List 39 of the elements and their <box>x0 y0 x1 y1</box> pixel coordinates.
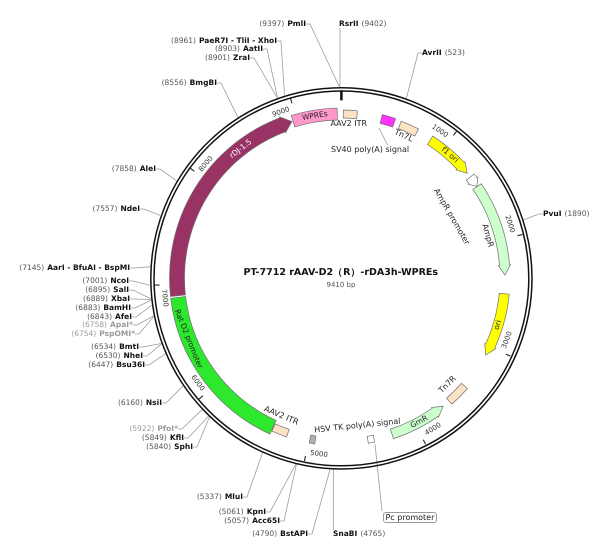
leader-line <box>374 444 382 512</box>
leader-line <box>276 40 285 96</box>
leader-line <box>522 214 544 220</box>
leader-line <box>140 208 161 216</box>
feature-label: Tn7L <box>393 128 414 144</box>
leader-line <box>130 298 152 300</box>
leader-line <box>216 82 238 118</box>
leader-line <box>178 409 202 430</box>
leader-line <box>262 48 278 98</box>
map-title: PT-7712 rAAV-D2（R）-rDA3h-WPREs <box>244 267 438 278</box>
leader-line <box>306 24 340 88</box>
leader-line <box>144 353 166 366</box>
leader-line <box>132 316 154 326</box>
leader-line <box>250 58 278 98</box>
leader-line <box>308 468 331 534</box>
leader-line <box>142 344 162 356</box>
leader-line <box>266 464 296 512</box>
leader-line <box>134 316 154 334</box>
leader-line <box>332 468 334 530</box>
leader-line <box>130 300 152 308</box>
leader-line <box>162 386 184 404</box>
leader-line <box>280 464 297 522</box>
leader-line <box>130 266 150 268</box>
feature-label: AmpR <box>480 223 496 249</box>
leader-line <box>128 290 152 300</box>
leader-line <box>192 416 210 448</box>
leader-line <box>184 416 210 438</box>
feature-label: SV40 poly(A) signal <box>330 145 410 154</box>
feature-tag: Pc promoter <box>382 512 438 522</box>
leader-line <box>378 128 388 146</box>
feature-label: HSV TK poly(A) signal <box>314 416 402 435</box>
feature-label: AAV2 ITR <box>263 404 300 428</box>
leader-line <box>406 52 422 99</box>
leader-line <box>156 168 177 181</box>
leader-line <box>242 452 264 498</box>
leader-line <box>138 343 162 348</box>
leader-line <box>128 280 150 286</box>
leader-line <box>132 304 152 318</box>
feature-label: AAV2 ITR <box>330 119 368 128</box>
